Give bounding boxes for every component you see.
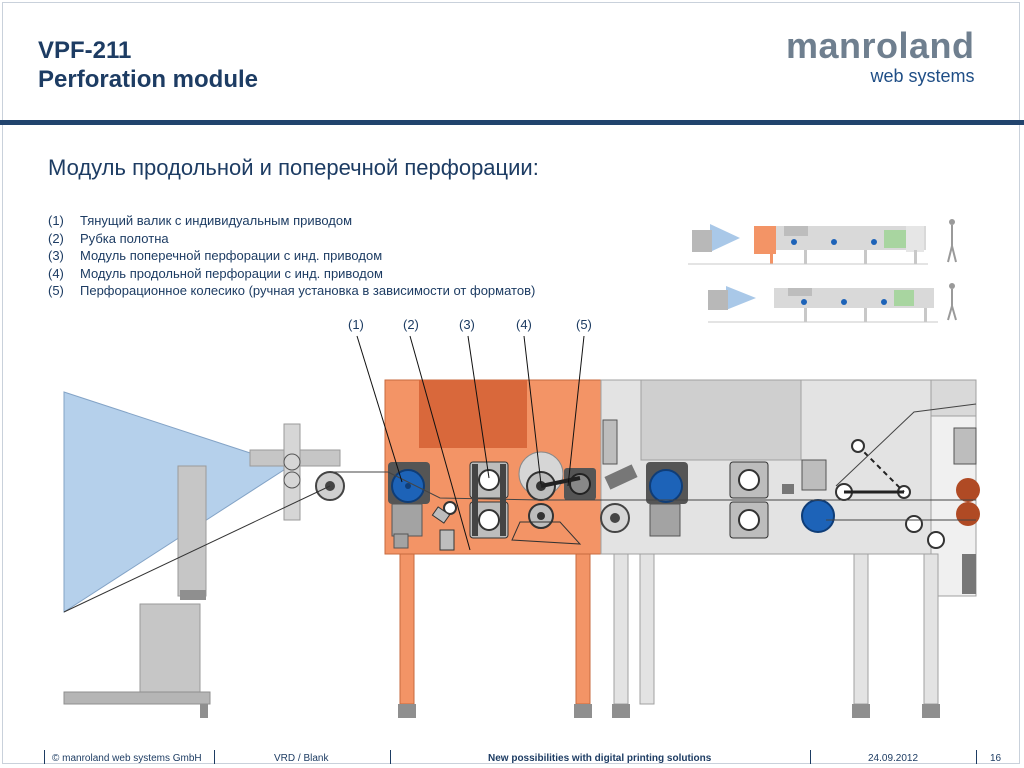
legend-item: (4) Модуль продольной перфорации с инд. п… — [48, 265, 535, 283]
legend-text: Модуль поперечной перфорации с инд. прив… — [80, 248, 383, 264]
footer-doc: VRD / Blank — [274, 753, 329, 764]
legend-list: (1) Тянущий валик с индивидуальным привод… — [48, 212, 535, 300]
legend-text: Тянущий валик с индивидуальным приводом — [80, 213, 353, 228]
logo-wordmark: manroland — [786, 25, 975, 66]
footer-date: 24.09.2012 — [868, 753, 919, 764]
footer-separator — [214, 750, 215, 764]
callout-label-2: (2) — [403, 317, 419, 332]
slide-subtitle: Модуль продольной и поперечной перфораци… — [48, 155, 539, 180]
title-line-2: Perforation module — [38, 66, 259, 93]
legend-text: Перфорационное колесико (ручная установк… — [80, 283, 536, 299]
footer-separator — [976, 750, 977, 764]
legend-number: (4) — [48, 265, 64, 281]
legend-number: (2) — [48, 230, 64, 246]
manroland-logo: manroland web systems — [786, 25, 975, 87]
logo-subline: web systems — [870, 66, 975, 86]
perforation-module-diagram — [63, 335, 980, 718]
callout-label-4: (4) — [516, 317, 532, 332]
legend-text: Рубка полотна — [80, 230, 169, 246]
footer-separator — [810, 750, 811, 764]
callout-label-1: (1) — [348, 317, 364, 332]
callout-label-5: (5) — [576, 317, 592, 332]
footer-slogan: New possibilities with digital printing … — [488, 753, 712, 764]
page-title: VPF-211 Perforation module — [38, 36, 258, 94]
legend-text: Модуль продольной перфорации с инд. прив… — [80, 265, 383, 281]
title-line-1: VPF-211 — [38, 37, 132, 64]
legend-number: (1) — [48, 213, 64, 228]
footer-separator — [390, 750, 391, 764]
callout-label-3: (3) — [459, 317, 475, 332]
legend-item: (1) Тянущий валик с индивидуальным привод… — [48, 212, 535, 230]
machine-overview-thumbnail — [704, 276, 962, 324]
footer-separator — [44, 750, 45, 764]
legend-item: (5) Перфорационное колесико (ручная устан… — [48, 282, 535, 300]
legend-item: (2) Рубка полотна — [48, 230, 535, 248]
footer-page-number: 16 — [990, 753, 1002, 764]
footer-bar: © manroland web systems GmbH VRD / Blank… — [0, 748, 1024, 768]
legend-number: (5) — [48, 283, 64, 299]
footer-copyright: © manroland web systems GmbH — [52, 753, 202, 764]
legend-item: (3) Модуль поперечной перфорации с инд. п… — [48, 247, 535, 265]
header-divider — [0, 120, 1024, 125]
legend-number: (3) — [48, 248, 64, 264]
machine-overview-thumbnail — [684, 212, 962, 268]
